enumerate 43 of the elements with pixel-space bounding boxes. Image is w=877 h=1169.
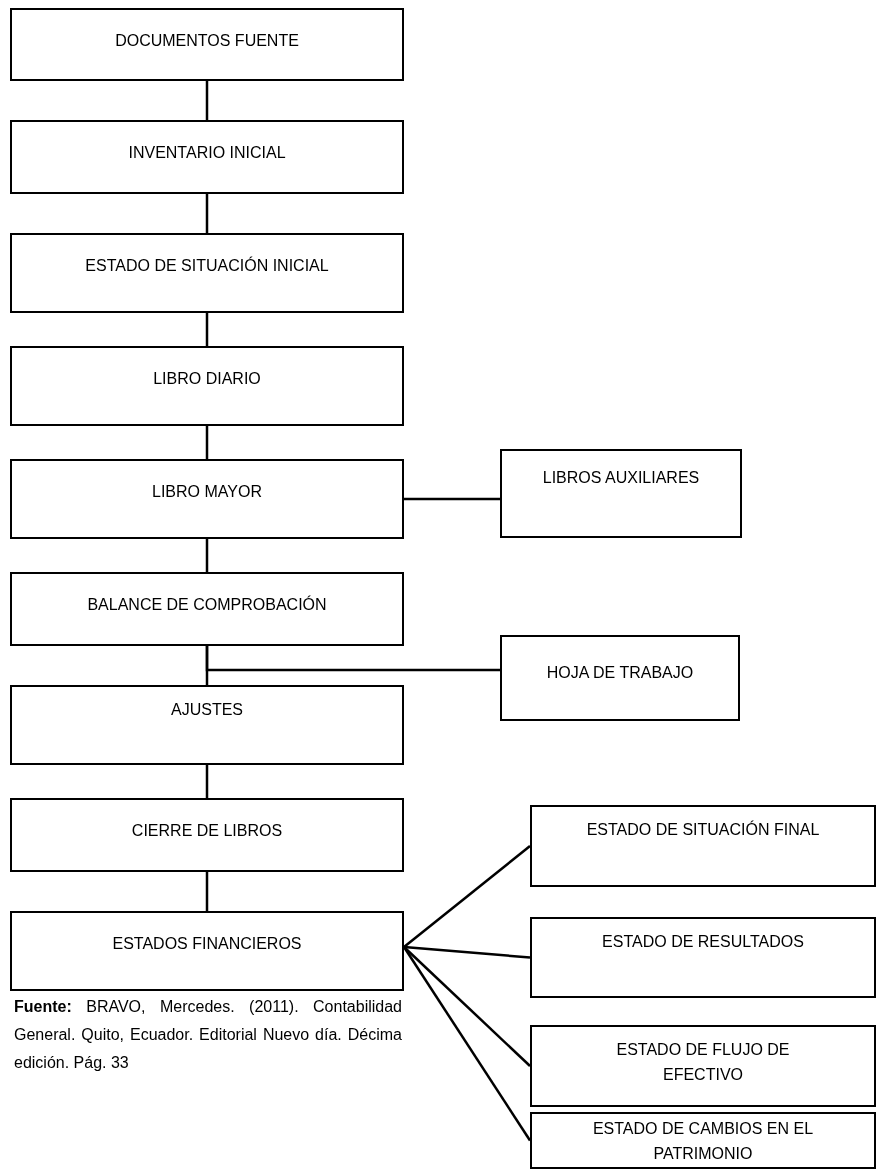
- process-box: [530, 1112, 876, 1169]
- connector-line: [404, 497, 500, 501]
- box-label: ESTADOS FINANCIEROS: [111, 934, 303, 954]
- process-box: [10, 911, 404, 991]
- process-box: [10, 798, 404, 872]
- box-label: BALANCE DE COMPROBACIÓN: [86, 594, 328, 615]
- box-label: LIBRO DIARIO: [152, 369, 262, 389]
- box-label: CIERRE DE LIBROS: [130, 821, 284, 841]
- box-label: ESTADO DE CAMBIOS EN EL PATRIMONIO: [591, 1119, 815, 1164]
- box-label: ESTADO DE RESULTADOS: [601, 932, 805, 952]
- connector-line: [205, 313, 209, 346]
- connector-line: [403, 845, 531, 948]
- process-box: [10, 8, 404, 81]
- box-label: LIBRO MAYOR: [151, 482, 263, 502]
- process-box: [10, 120, 404, 194]
- box-label: INVENTARIO INICIAL: [127, 143, 287, 163]
- connector-line: [205, 539, 209, 572]
- process-box: [10, 233, 404, 313]
- process-box: [10, 572, 404, 646]
- connector-line: [205, 81, 209, 120]
- connector-line: [205, 426, 209, 459]
- process-box: [530, 917, 876, 998]
- process-box: [500, 635, 740, 721]
- process-box: [10, 346, 404, 426]
- connector-line: [205, 765, 209, 798]
- box-label: AJUSTES: [170, 700, 244, 720]
- box-label: HOJA DE TRABAJO: [545, 663, 695, 683]
- process-box: [10, 459, 404, 539]
- box-label: ESTADO DE FLUJO DE EFECTIVO: [615, 1040, 791, 1085]
- connector-line: [403, 945, 531, 959]
- process-box: [530, 805, 876, 887]
- process-box: [10, 685, 404, 765]
- box-label: ESTADO DE SITUACIÓN FINAL: [585, 819, 821, 840]
- box-label: LIBROS AUXILIARES: [541, 468, 701, 488]
- process-box: [530, 1025, 876, 1107]
- connector-line: [403, 946, 531, 1067]
- box-label: ESTADO DE SITUACIÓN INICIAL: [84, 255, 330, 276]
- process-box: [500, 449, 742, 538]
- connector-line: [205, 194, 209, 233]
- box-label: DOCUMENTOS FUENTE: [114, 31, 300, 51]
- source-caption: Fuente: BRAVO, Mercedes. (2011). Contabilidad General. Quito, Ecuador. Editorial Nuevo día. Décima edición. Pág. 33: [14, 997, 402, 1073]
- connector-line: [205, 646, 500, 672]
- connector-line: [205, 872, 209, 911]
